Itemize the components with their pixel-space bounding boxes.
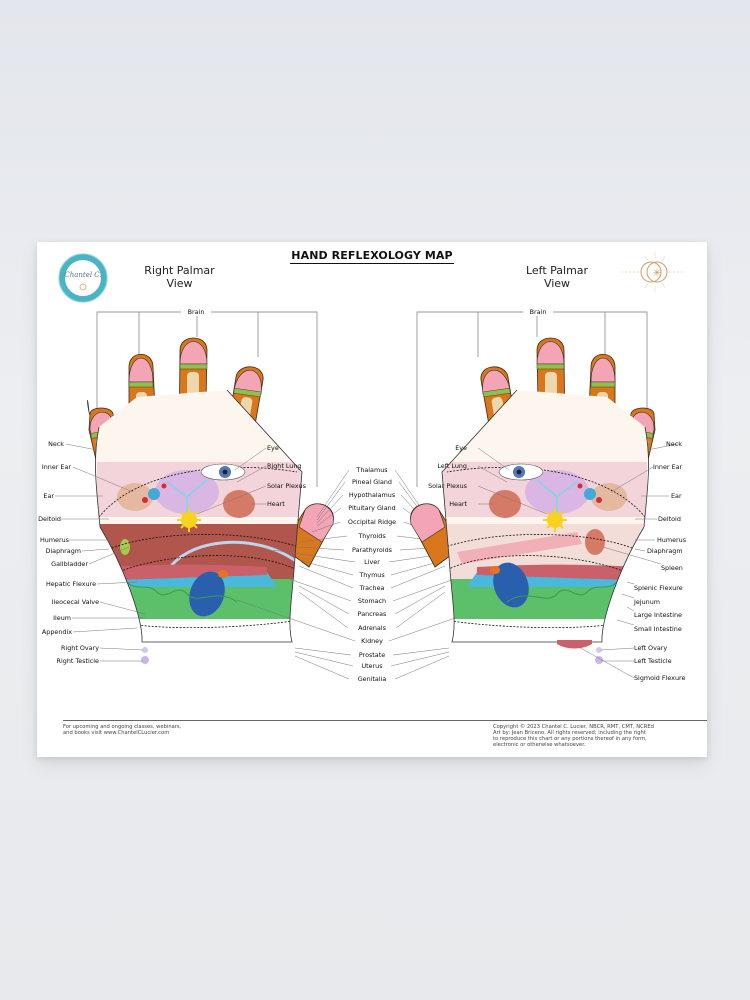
solar-plexus-sun-icon-left: [543, 508, 567, 532]
label-left-lung: Left Lung: [437, 462, 467, 470]
label-deltoid-right: Deltoid: [38, 515, 61, 523]
right-view-line1: Right Palmar: [144, 264, 215, 277]
footer-copyright-line2: Art by: Jean Briceno. All rights reserve…: [493, 730, 646, 736]
eye-icon: [200, 463, 246, 481]
label-ear-right: Ear: [43, 492, 54, 500]
svg-text:Chantel C.: Chantel C.: [64, 271, 101, 279]
footer-divider: [63, 720, 707, 721]
label-heart-left: Heart: [449, 500, 467, 508]
label-eye-right: Eye: [267, 444, 279, 452]
label-sigmoid-flexure: Sigmoid Flexure: [634, 674, 686, 682]
footer-left-note: For upcoming and ongoing classes, webina…: [63, 724, 181, 736]
brand-logo: Chantel C.: [57, 252, 109, 304]
footer-copyright-line1: Copyright © 2023 Chantel C. Lucier, NBCR…: [493, 724, 654, 730]
label-ileum: Ileum: [53, 614, 71, 622]
footer-left-line1: For upcoming and ongoing classes, webina…: [63, 724, 182, 730]
sun-moon-emblem: ✳: [617, 250, 687, 294]
label-eye-left: Eye: [455, 444, 467, 452]
label-trachea: Trachea: [359, 584, 385, 592]
label-thalamus: Thalamus: [356, 466, 388, 474]
left-view-line1: Left Palmar: [525, 264, 589, 277]
label-ileocecal-valve: Ileocecal Valve: [51, 598, 99, 606]
label-large-intestine: Large Intestine: [634, 611, 682, 619]
label-left-ovary: Left Ovary: [634, 644, 668, 652]
label-solar-plexus-left: Solar Plexus: [428, 482, 467, 490]
label-appendix: Appendix: [41, 628, 72, 636]
label-inner-ear-right: Inner Ear: [41, 463, 71, 471]
reflexology-poster: Chantel C. ✳ HAND REFLEXOLOGY MAP Right …: [37, 242, 707, 757]
label-humerus-left: Humerus: [657, 536, 687, 544]
label-solar-plexus-right: Solar Plexus: [267, 482, 306, 490]
label-right-lung: Right Lung: [267, 462, 302, 470]
inner-ear-icon-left: [577, 483, 602, 503]
label-jejunum: Jejunum: [634, 598, 660, 606]
right-hand: [55, 306, 334, 664]
left-hand: [410, 306, 679, 679]
label-parathyroids: Parathyroids: [352, 546, 392, 554]
label-uterus: Uterus: [361, 662, 383, 670]
label-thyroids: Thyroids: [358, 532, 386, 540]
solar-plexus-sun-icon: [177, 508, 201, 532]
label-pituitary-gland: Pituitary Gland: [348, 504, 396, 512]
label-neck-right: Neck: [48, 440, 64, 448]
svg-text:✳: ✳: [653, 268, 661, 279]
label-inner-ear-left: Inner Ear: [653, 463, 683, 471]
label-prostate: Prostate: [358, 651, 386, 659]
label-pancreas: Pancreas: [357, 610, 387, 618]
sun-moon-emblem-icon: ✳: [621, 252, 685, 292]
label-left-testicle: Left Testicle: [634, 657, 672, 665]
brain-label-left-hand: Brain: [529, 308, 547, 316]
label-deltoid-left: Deltoid: [658, 515, 681, 523]
eye-icon-left: [498, 463, 544, 481]
label-stomach: Stomach: [357, 597, 387, 605]
label-diaphragm-right: Diaphragm: [45, 547, 81, 555]
label-hepatic-flexure: Hepatic Flexure: [45, 580, 96, 588]
label-pineal-gland: Pineal Gland: [352, 478, 392, 486]
hand-illustrations: [55, 306, 679, 680]
left-palmar-view-title: Left Palmar View: [512, 264, 602, 290]
label-humerus-right: Humerus: [39, 536, 69, 544]
brain-label-right-hand: Brain: [187, 308, 205, 316]
right-palmar-view-title: Right Palmar View: [132, 264, 227, 290]
label-right-ovary: Right Ovary: [61, 644, 99, 652]
right-view-line2: View: [166, 277, 193, 290]
footer-copyright: Copyright © 2023 Chantel C. Lucier, NBCR…: [493, 724, 654, 748]
footer-copyright-line4: electronic or otherwise whatsoever.: [493, 742, 586, 748]
label-splenic-flexure: Splenic Flexure: [634, 584, 683, 592]
inner-ear-icon: [142, 483, 167, 503]
label-genitalia: Genitalia: [357, 675, 387, 683]
label-hypothalamus: Hypothalamus: [348, 491, 396, 499]
label-heart-right: Heart: [267, 500, 285, 508]
label-adrenals: Adrenals: [358, 624, 386, 632]
poster-title: HAND REFLEXOLOGY MAP: [290, 249, 454, 264]
label-diaphragm-left: Diaphragm: [647, 547, 683, 555]
teal-circle-logo-icon: Chantel C.: [58, 253, 108, 303]
label-neck-left: Neck: [666, 440, 682, 448]
footer-copyright-line3: to reproduce this chart or any portions …: [493, 736, 647, 742]
label-spleen: Spleen: [661, 564, 683, 572]
label-occipital-ridge: Occipital Ridge: [347, 518, 397, 526]
left-view-line2: View: [543, 277, 571, 290]
label-kidney: Kidney: [361, 637, 383, 645]
label-right-testicle: Right Testicle: [56, 657, 99, 665]
label-ear-left: Ear: [671, 492, 682, 500]
label-small-intestine: Small Intestine: [634, 625, 682, 633]
label-gallbladder-right: Gallbladder: [51, 560, 88, 568]
label-liver: Liver: [364, 558, 380, 566]
label-thymus: Thymus: [359, 571, 385, 579]
footer-left-line2: and books visit www.ChantelCLucier.com: [63, 730, 170, 736]
